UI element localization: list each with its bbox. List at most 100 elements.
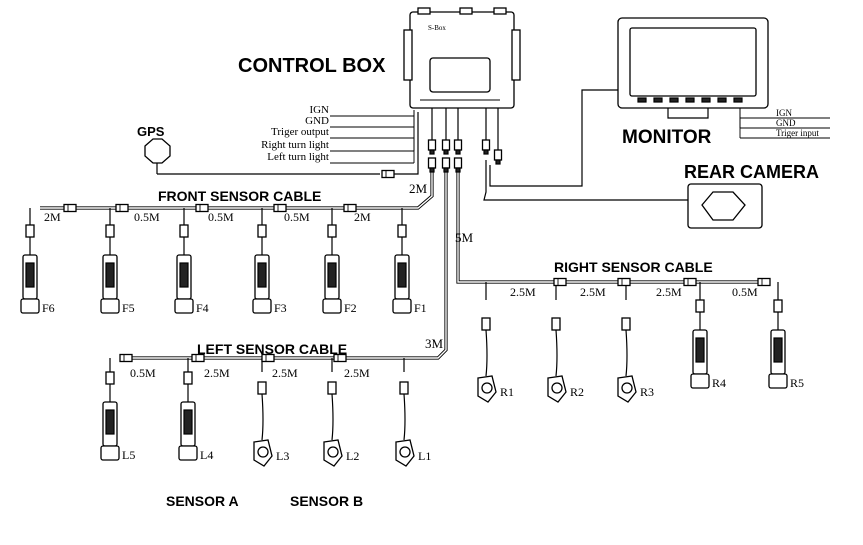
- front-sensor-f4-plug: [179, 224, 189, 238]
- left-sensor-l4-label: L4: [200, 448, 213, 462]
- front-segment-0: 2M: [44, 210, 61, 224]
- right-sensor-r4-core: [695, 337, 705, 363]
- right-sensor-r1-plug: [481, 317, 491, 331]
- front-sensor-f3-head: [252, 298, 272, 314]
- left-sensor-l4-plug: [183, 371, 193, 385]
- left-sensor-l3-label: L3: [276, 449, 289, 463]
- front-inline-plug-2: [195, 203, 209, 213]
- right-sensor-r3-plug: [621, 317, 631, 331]
- front-segment-4: 2M: [354, 210, 371, 224]
- front-inline-plug-0: [63, 203, 77, 213]
- right-sensor-r3-label: R3: [640, 385, 654, 399]
- right-sensor-r1-label: R1: [500, 385, 514, 399]
- front-sensor-f3-plug: [257, 224, 267, 238]
- front-sensor-f6-label: F6: [42, 301, 55, 315]
- control-wire-label-4: Left turn light: [267, 151, 329, 163]
- monitor-wire-label-2: Triger input: [776, 128, 819, 138]
- left-inline-plug-0: [119, 353, 133, 363]
- front-segment-3: 0.5M: [284, 210, 310, 224]
- front-sensor-f3-label: F3: [274, 301, 287, 315]
- control-wire-label-1: GND: [305, 115, 329, 127]
- right-inline-plug-0: [553, 277, 567, 287]
- harness-plug-1: [441, 139, 451, 151]
- harness-plug-1-pin: [443, 149, 449, 155]
- right-sensor-r2-lead: [555, 329, 558, 377]
- left-inline-plug-2: [261, 353, 275, 363]
- front-sensor-f2-head: [322, 298, 342, 314]
- front-sensor-f4-label: F4: [196, 301, 209, 315]
- right-trunk-length: 5M: [455, 230, 474, 245]
- harness-plug-2-pin: [455, 149, 461, 155]
- right-segment-2: 2.5M: [656, 285, 682, 299]
- left-segment-1: 2.5M: [204, 366, 230, 380]
- left-sensor-l1-label: L1: [418, 449, 431, 463]
- front-sensor-f2-core: [327, 262, 337, 288]
- right-inline-plug-2: [683, 277, 697, 287]
- left-sensor-l3-lens: [257, 446, 269, 458]
- rear-camera-label: REAR CAMERA: [684, 162, 819, 182]
- harness-plug-lower-2-pin: [455, 167, 461, 173]
- left-sensor-l2-lead: [331, 393, 334, 441]
- monitor-screen: [629, 27, 757, 97]
- video-plug-1-pin: [483, 149, 489, 155]
- monitor-wire-label-1: GND: [776, 118, 796, 128]
- video-plug-2-pin: [495, 159, 501, 165]
- harness-plug-0-pin: [429, 149, 435, 155]
- left-trunk-length: 3M: [425, 336, 444, 351]
- sensor-a-label: SENSOR A: [166, 493, 239, 509]
- right-sensor-r3-lead: [625, 329, 628, 377]
- harness-plug-lower-2: [453, 157, 463, 169]
- right-segment-3: 0.5M: [732, 285, 758, 299]
- devices-layer: [20, 7, 788, 467]
- right-segment-0: 2.5M: [510, 285, 536, 299]
- right-cable-title: RIGHT SENSOR CABLE: [554, 259, 713, 275]
- video-to-monitor: [489, 89, 618, 187]
- front-segment-2: 0.5M: [208, 210, 234, 224]
- harness-plug-lower-0-pin: [429, 167, 435, 173]
- front-inline-plug-4: [343, 203, 357, 213]
- monitor-button-2: [669, 97, 679, 103]
- left-inline-plug-1: [191, 353, 205, 363]
- harness-plug-2: [453, 139, 463, 151]
- right-sensor-r2-plug: [551, 317, 561, 331]
- front-sensor-f6-head: [20, 298, 40, 314]
- right-segment-1: 2.5M: [580, 285, 606, 299]
- monitor-button-1: [653, 97, 663, 103]
- monitor-title: MONITOR: [622, 127, 712, 148]
- control-wire-label-2: Triger output: [271, 126, 329, 138]
- front-sensor-f5-head: [100, 298, 120, 314]
- left-sensor-l1-lens: [399, 446, 411, 458]
- left-sensor-l3-lead: [261, 393, 264, 441]
- front-trunk-cable-core: [40, 172, 433, 209]
- left-cable-title: LEFT SENSOR CABLE: [197, 341, 347, 357]
- gps-icon: [144, 138, 171, 164]
- left-segment-2: 2.5M: [272, 366, 298, 380]
- left-sensor-l2-label: L2: [346, 449, 359, 463]
- sensor-b-label: SENSOR B: [290, 493, 363, 509]
- front-sensor-f5-core: [105, 262, 115, 288]
- front-sensor-f5-label: F5: [122, 301, 135, 315]
- front-inline-plug-3: [273, 203, 287, 213]
- control-wire-label-0: IGN: [309, 104, 329, 116]
- left-trunk-cable-core: [120, 172, 447, 359]
- right-sensor-r4-head: [690, 373, 710, 389]
- harness-plug-lower-0: [427, 157, 437, 169]
- left-segment-0: 0.5M: [130, 366, 156, 380]
- front-sensor-f5-plug: [105, 224, 115, 238]
- monitor-wire-label-0: IGN: [776, 108, 792, 118]
- harness-plug-0: [427, 139, 437, 151]
- left-sensor-l5-head: [100, 445, 120, 461]
- monitor-button-3: [685, 97, 695, 103]
- right-sensor-r4-label: R4: [712, 376, 726, 390]
- left-segment-3: 2.5M: [344, 366, 370, 380]
- front-sensor-f2-plug: [327, 224, 337, 238]
- harness-plug-lower-1: [441, 157, 451, 169]
- front-sensor-f1-core: [397, 262, 407, 288]
- right-sensor-r1-lead: [485, 329, 488, 377]
- control-wire-label-3: Right turn light: [261, 139, 329, 151]
- video-plug-2: [493, 149, 503, 161]
- right-sensor-r4-plug: [695, 299, 705, 313]
- control-box-title: CONTROL BOX: [238, 55, 386, 77]
